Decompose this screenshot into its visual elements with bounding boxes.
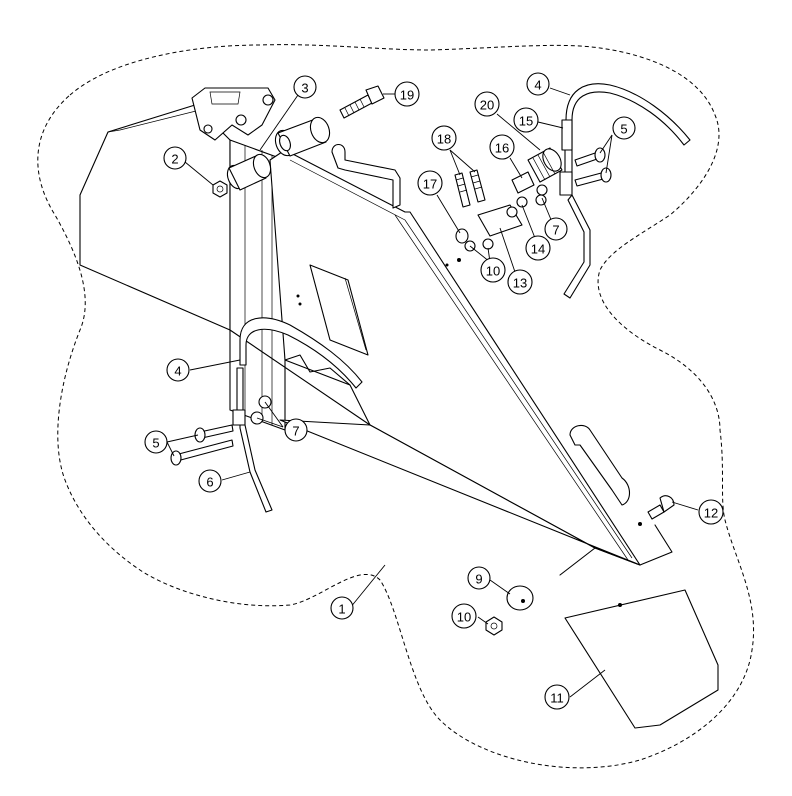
- callout-20-label: 20: [480, 98, 494, 113]
- callout-2-label: 2: [171, 152, 178, 167]
- callout-15-label: 15: [519, 114, 533, 129]
- callout-9: 9: [467, 566, 491, 590]
- callout-17: 17: [417, 170, 443, 196]
- callout-10-upper: 10: [480, 257, 506, 283]
- callout-10-lower: 10: [451, 603, 477, 629]
- callout-1-label: 1: [338, 602, 345, 617]
- coolant-tube-left: [232, 317, 363, 513]
- callout-4-left: 4: [166, 358, 190, 382]
- valve-manifold-assembly: [454, 119, 573, 252]
- callout-4-right-label: 4: [534, 78, 541, 93]
- callout-12-label: 12: [704, 506, 718, 521]
- leader-lines: [166, 87, 699, 698]
- callout-3: 3: [293, 75, 317, 99]
- assembly-boundary: [37, 44, 754, 769]
- callout-7-right: 7: [544, 217, 568, 241]
- callout-11-label: 11: [550, 691, 564, 706]
- callout-5-left: 5: [144, 430, 168, 454]
- spacer-part-3: [226, 116, 331, 191]
- callout-12: 12: [698, 499, 724, 525]
- callout-15: 15: [513, 107, 539, 133]
- screws-part-5-right: [574, 147, 612, 187]
- callout-3-label: 3: [301, 81, 308, 96]
- callout-13-label: 13: [513, 276, 527, 291]
- knob-part-9: [506, 585, 534, 611]
- callout-5-right: 5: [612, 116, 636, 140]
- nut-part-10-lower: [485, 616, 503, 636]
- callout-5-left-label: 5: [152, 436, 159, 451]
- callout-19: 19: [394, 81, 420, 107]
- callout-1: 1: [330, 596, 354, 620]
- callout-14-label: 14: [531, 242, 545, 257]
- callout-7-left: 7: [284, 418, 308, 442]
- splash-plate-part-11: [564, 589, 719, 729]
- callout-6-label: 6: [206, 475, 213, 490]
- main-housing: [79, 87, 673, 576]
- callout-9-label: 9: [475, 572, 482, 587]
- callout-18: 18: [431, 125, 457, 151]
- screws-part-5-left: [170, 424, 234, 466]
- callout-19-label: 19: [400, 88, 414, 103]
- callout-20: 20: [474, 91, 500, 117]
- callout-5-right-label: 5: [620, 122, 627, 137]
- callout-10-upper-label: 10: [486, 264, 500, 279]
- callout-2: 2: [163, 146, 187, 170]
- callout-16-label: 16: [495, 141, 509, 156]
- callout-6: 6: [198, 469, 222, 493]
- callout-14: 14: [525, 235, 551, 261]
- bolt-part-12: [647, 495, 675, 520]
- callout-11: 11: [544, 684, 570, 710]
- bolt-part-19: [339, 85, 385, 119]
- callout-13: 13: [507, 269, 533, 295]
- callout-7-right-label: 7: [552, 223, 559, 238]
- nuts-part-7-right: [535, 184, 548, 206]
- coolant-tube-right: [559, 83, 691, 299]
- callout-4-right: 4: [526, 72, 550, 96]
- nut-part-2: [212, 180, 228, 198]
- callout-4-left-label: 4: [174, 364, 181, 379]
- callout-10-lower-label: 10: [457, 610, 471, 625]
- callout-16: 16: [489, 134, 515, 160]
- callout-18-label: 18: [437, 132, 451, 147]
- callout-17-label: 17: [423, 177, 437, 192]
- callout-7-left-label: 7: [292, 424, 299, 439]
